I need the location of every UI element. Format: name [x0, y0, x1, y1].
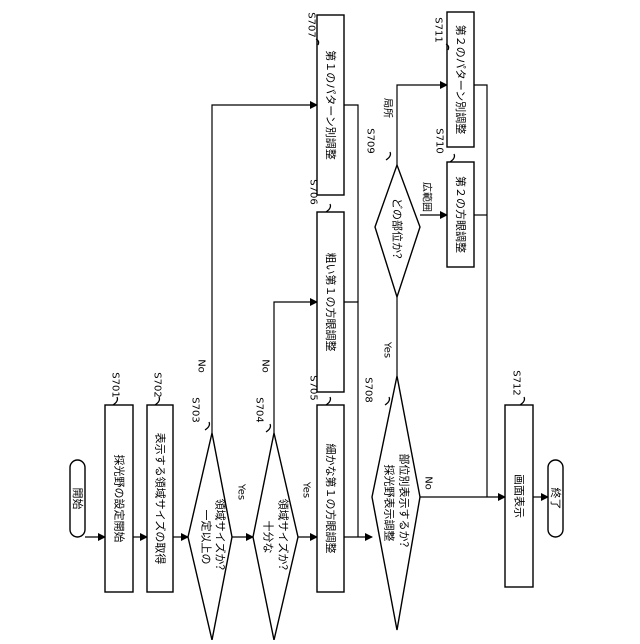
- s710-label: 第２の方眼調整: [454, 176, 468, 253]
- s708-leader: [385, 397, 390, 405]
- s706-leader: [326, 204, 331, 212]
- s705-id: S705: [308, 375, 319, 400]
- s709-id: S709: [365, 128, 376, 153]
- s711-label: 第２のパターン別調整: [454, 25, 468, 134]
- s705-label: 細かな第１の方眼調整: [324, 444, 338, 554]
- s708-line1: 採光野表示調整: [383, 465, 397, 542]
- s707-id: S707: [306, 12, 317, 37]
- s712-label: 画面表示: [513, 474, 527, 518]
- s706-label: 粗い第１の方眼調整: [324, 253, 338, 352]
- edge-s707-merge: [344, 105, 358, 302]
- edge-s706-merge: [344, 302, 358, 537]
- s709-leader: [386, 152, 391, 160]
- s703-line1: 一定以上の: [200, 510, 214, 565]
- s705-leader: [326, 397, 331, 405]
- s702-leader: [155, 397, 160, 405]
- start-label: 開始: [71, 488, 85, 510]
- s704-leader: [266, 424, 271, 432]
- s709-local-label: 局所: [382, 98, 394, 118]
- s703-no-label: No: [196, 359, 207, 373]
- s712-leader: [520, 397, 525, 405]
- s709-label: どの部位か？: [391, 198, 405, 264]
- s702-label: 表示する領域サイズの取得: [154, 433, 168, 565]
- s704-yes-label: Yes: [301, 481, 312, 498]
- edge-s704-no: [274, 302, 317, 433]
- s703-line2: 領域サイズか？: [214, 499, 228, 576]
- end-label: 終了: [549, 488, 563, 510]
- s708-yes-label: Yes: [382, 341, 393, 358]
- s707-label: 第１のパターン別調整: [324, 50, 338, 159]
- edge-s703-no: [212, 105, 317, 433]
- s703-leader: [205, 422, 210, 430]
- s701-id: S701: [110, 372, 121, 397]
- s708-id: S708: [363, 377, 374, 402]
- s704-line2: 領域サイズか？: [277, 499, 291, 576]
- s701-label: 採光野の設定開始: [113, 455, 127, 543]
- s710-id: S710: [434, 128, 445, 153]
- shapes: [70, 12, 563, 640]
- s704-line1: 十分な: [262, 521, 276, 554]
- edge-s711-merge: [474, 85, 487, 497]
- s703-yes-label: Yes: [236, 483, 247, 500]
- s711-id: S711: [433, 17, 444, 42]
- s708-line2: 部位別表示するか？: [398, 454, 412, 553]
- s703-id: S703: [190, 397, 201, 422]
- s702-id: S702: [152, 372, 163, 397]
- s708-no-label: No: [423, 476, 434, 490]
- s704-no-label: No: [260, 359, 271, 373]
- s701-leader: [113, 397, 118, 405]
- s709-wide-label: 広範囲: [421, 182, 434, 212]
- s712-id: S712: [511, 370, 522, 395]
- s710-leader: [450, 154, 455, 162]
- s706-id: S706: [308, 179, 319, 204]
- s704-decision: [253, 433, 298, 640]
- s704-id: S704: [254, 397, 265, 422]
